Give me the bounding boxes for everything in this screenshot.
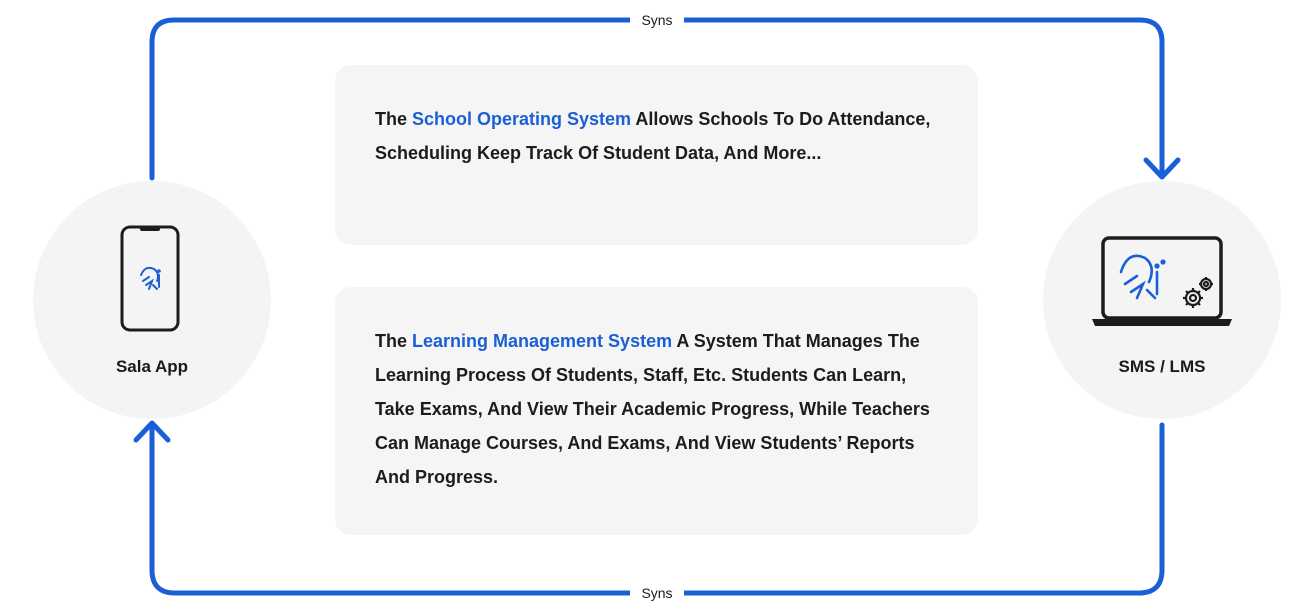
card-highlight: Learning Management System <box>412 331 673 351</box>
laptop-gears-icon <box>1092 236 1232 326</box>
sync-label-bottom: Syns <box>630 584 684 602</box>
card-body: Allows Schools To Do Attendance, Schedul… <box>375 109 931 163</box>
card-description: The Learning Management System A System … <box>375 324 938 494</box>
card-prefix: The <box>375 109 413 129</box>
learning-management-system-card: The Learning Management System A System … <box>335 287 978 535</box>
brand-logo-icon <box>1119 254 1166 300</box>
sms-lms-label: SMS / LMS <box>1118 357 1206 376</box>
sync-line-bottom <box>149 421 1165 596</box>
arrow-down-icon <box>1143 157 1181 180</box>
sync-line-top <box>149 17 1165 181</box>
brand-logo-icon <box>140 266 161 290</box>
card-body: A System That Manages The Learning Proce… <box>375 331 930 487</box>
card-prefix: The <box>375 331 413 351</box>
sala-app-label: Sala App <box>115 357 189 376</box>
smartphone-icon <box>120 225 180 332</box>
sala-app-node: Sala App <box>33 181 271 419</box>
arrow-up-icon <box>133 420 171 443</box>
card-highlight: School Operating System <box>412 109 632 129</box>
card-description: The School Operating System Allows Schoo… <box>375 102 938 170</box>
school-operating-system-card: The School Operating System Allows Schoo… <box>335 65 978 245</box>
sms-lms-node: SMS / LMS <box>1043 181 1281 419</box>
gear-icon <box>1183 277 1213 308</box>
sync-label-top: Syns <box>630 11 684 29</box>
